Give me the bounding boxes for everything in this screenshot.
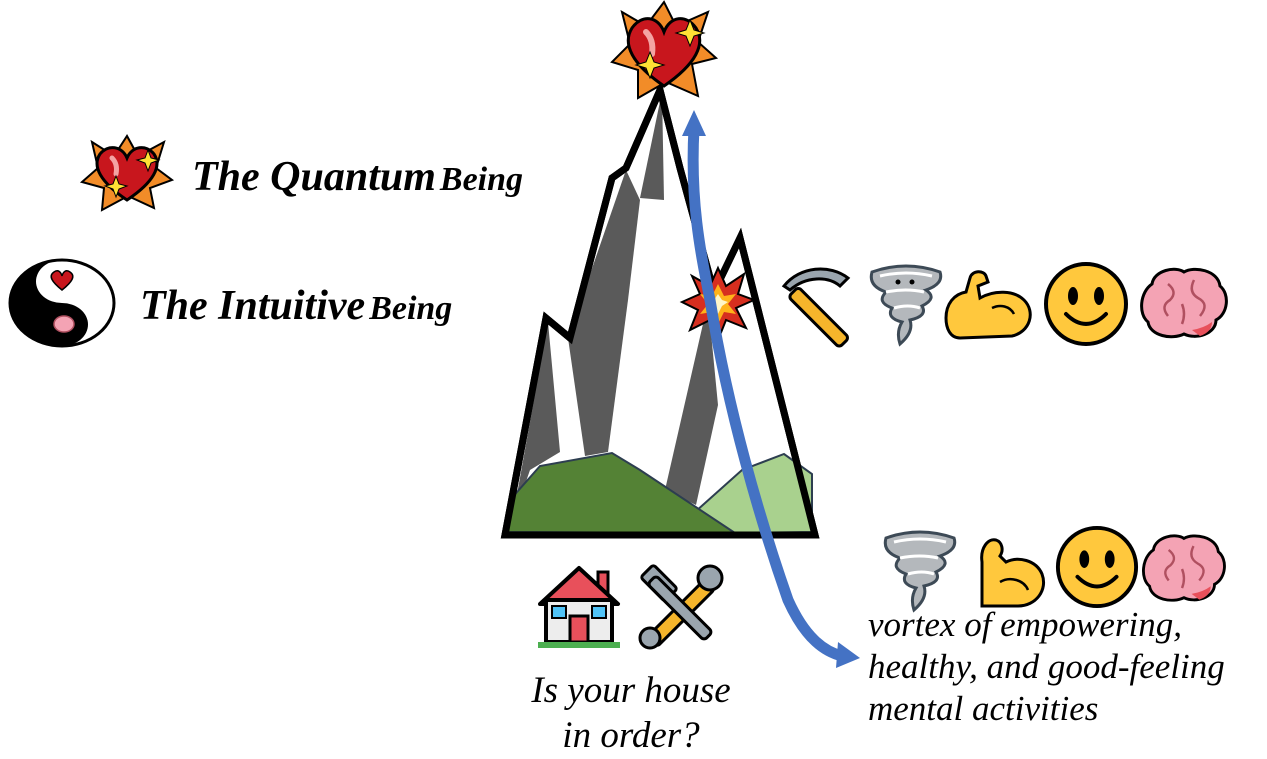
smiling-face-icon (1044, 262, 1128, 346)
yin-yang-icon (8, 258, 116, 348)
vortex-caption-line-2: healthy, and good-feeling (868, 647, 1225, 686)
vortex-brain-icon (1142, 534, 1226, 602)
legend-intuitive-suffix: Being (369, 290, 453, 327)
legend-quantum-suffix: Being (439, 161, 524, 198)
legend-intuitive-main: The Intuitive (140, 283, 366, 329)
vortex-caption-line-3: mental activities (868, 689, 1099, 728)
house-caption-line-2: in order? (562, 715, 700, 756)
house-icon (538, 566, 620, 648)
rock-face-peak (640, 92, 664, 200)
tornado-icon (869, 264, 943, 347)
rock-face-left (512, 322, 560, 522)
vortex-caption-line-1: vortex of empowering, (868, 605, 1182, 644)
vortex-caption: vortex of empowering, healthy, and good-… (868, 604, 1263, 730)
legend-quantum-main: The Quantum (192, 154, 436, 200)
house-caption: Is your house in order? (496, 668, 766, 758)
legend-intuitive-label: The Intuitive Being (140, 285, 452, 327)
legend-quantum-heart-icon (79, 134, 175, 212)
brain-icon (1140, 267, 1228, 339)
house-caption-line-1: Is your house (531, 670, 731, 711)
vortex-smiling-face-icon (1055, 525, 1139, 609)
vortex-tornado-icon (883, 530, 957, 613)
rock-face-center (568, 170, 640, 456)
summit-heart-icon (610, 0, 719, 100)
arrowhead-down (836, 642, 860, 668)
arrowhead-up (682, 110, 706, 136)
legend-quantum-label: The Quantum Being (192, 156, 523, 198)
hammer-and-wrench-icon (638, 564, 724, 650)
vortex-biceps-icon (980, 538, 1045, 608)
flexed-biceps-icon (944, 270, 1032, 340)
rock-face-right (665, 302, 718, 505)
pick-icon (781, 267, 851, 348)
